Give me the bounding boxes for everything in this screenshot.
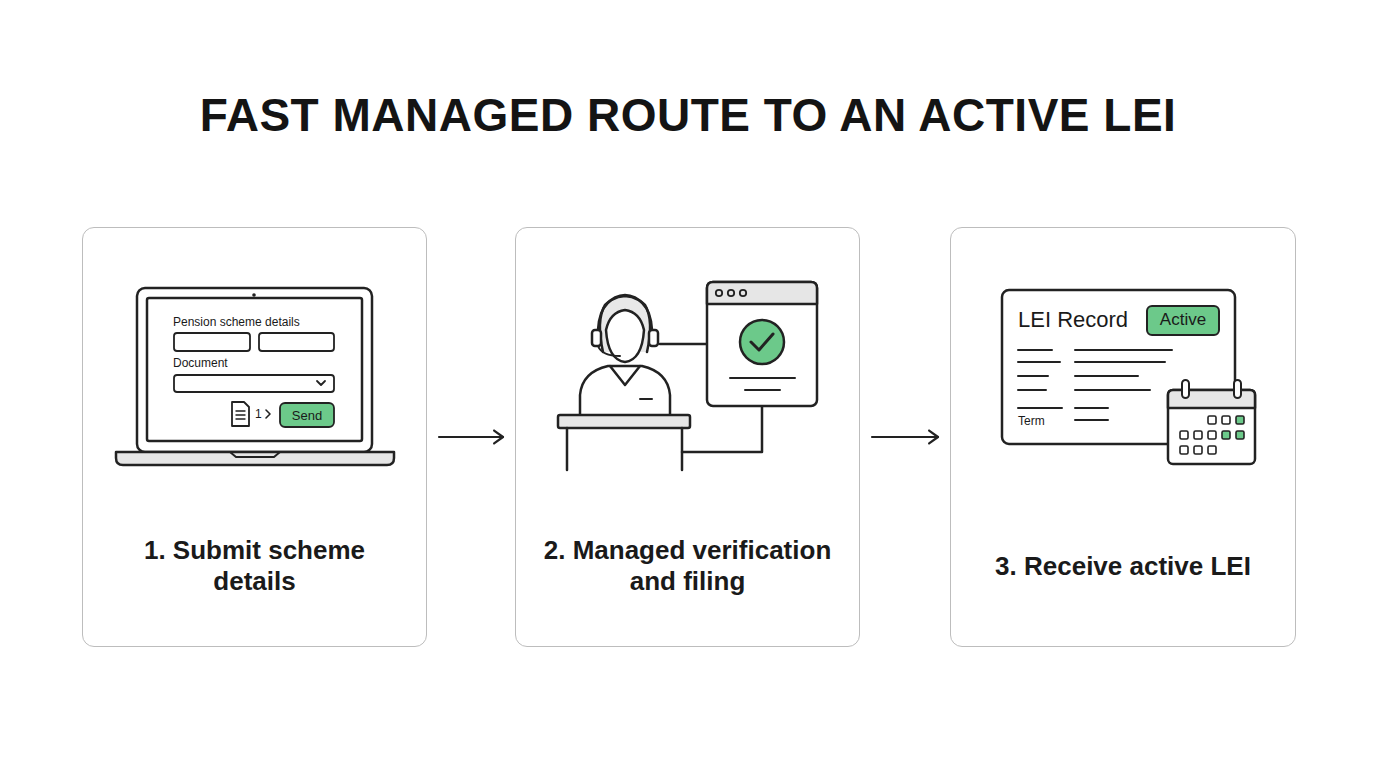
flow-arrow <box>439 431 503 444</box>
flow-arrow <box>872 431 938 444</box>
illustration-text: Document <box>173 357 228 369</box>
laptop-illustration <box>116 288 394 465</box>
step-label: 2. Managed verification and filing <box>528 535 848 597</box>
illustration-text: Term <box>1018 415 1045 427</box>
illustration-text: LEI Record <box>1018 309 1128 331</box>
lei-record-illustration <box>1002 290 1255 464</box>
diagram-title: FAST MANAGED ROUTE TO AN ACTIVE LEI <box>0 88 1376 142</box>
arrow-head <box>929 431 938 444</box>
arrow-line <box>439 436 503 438</box>
illustration-text: Active <box>1160 311 1206 328</box>
illustration-text: Pension scheme details <box>173 316 300 328</box>
arrow-head <box>494 431 503 444</box>
step-label: 1. Submit scheme details <box>130 535 380 597</box>
arrow-line <box>872 436 938 438</box>
step-label: 3. Receive active LEI <box>963 551 1283 582</box>
illustration-text: Send <box>292 409 322 422</box>
illustration-text: 1 <box>255 408 262 420</box>
